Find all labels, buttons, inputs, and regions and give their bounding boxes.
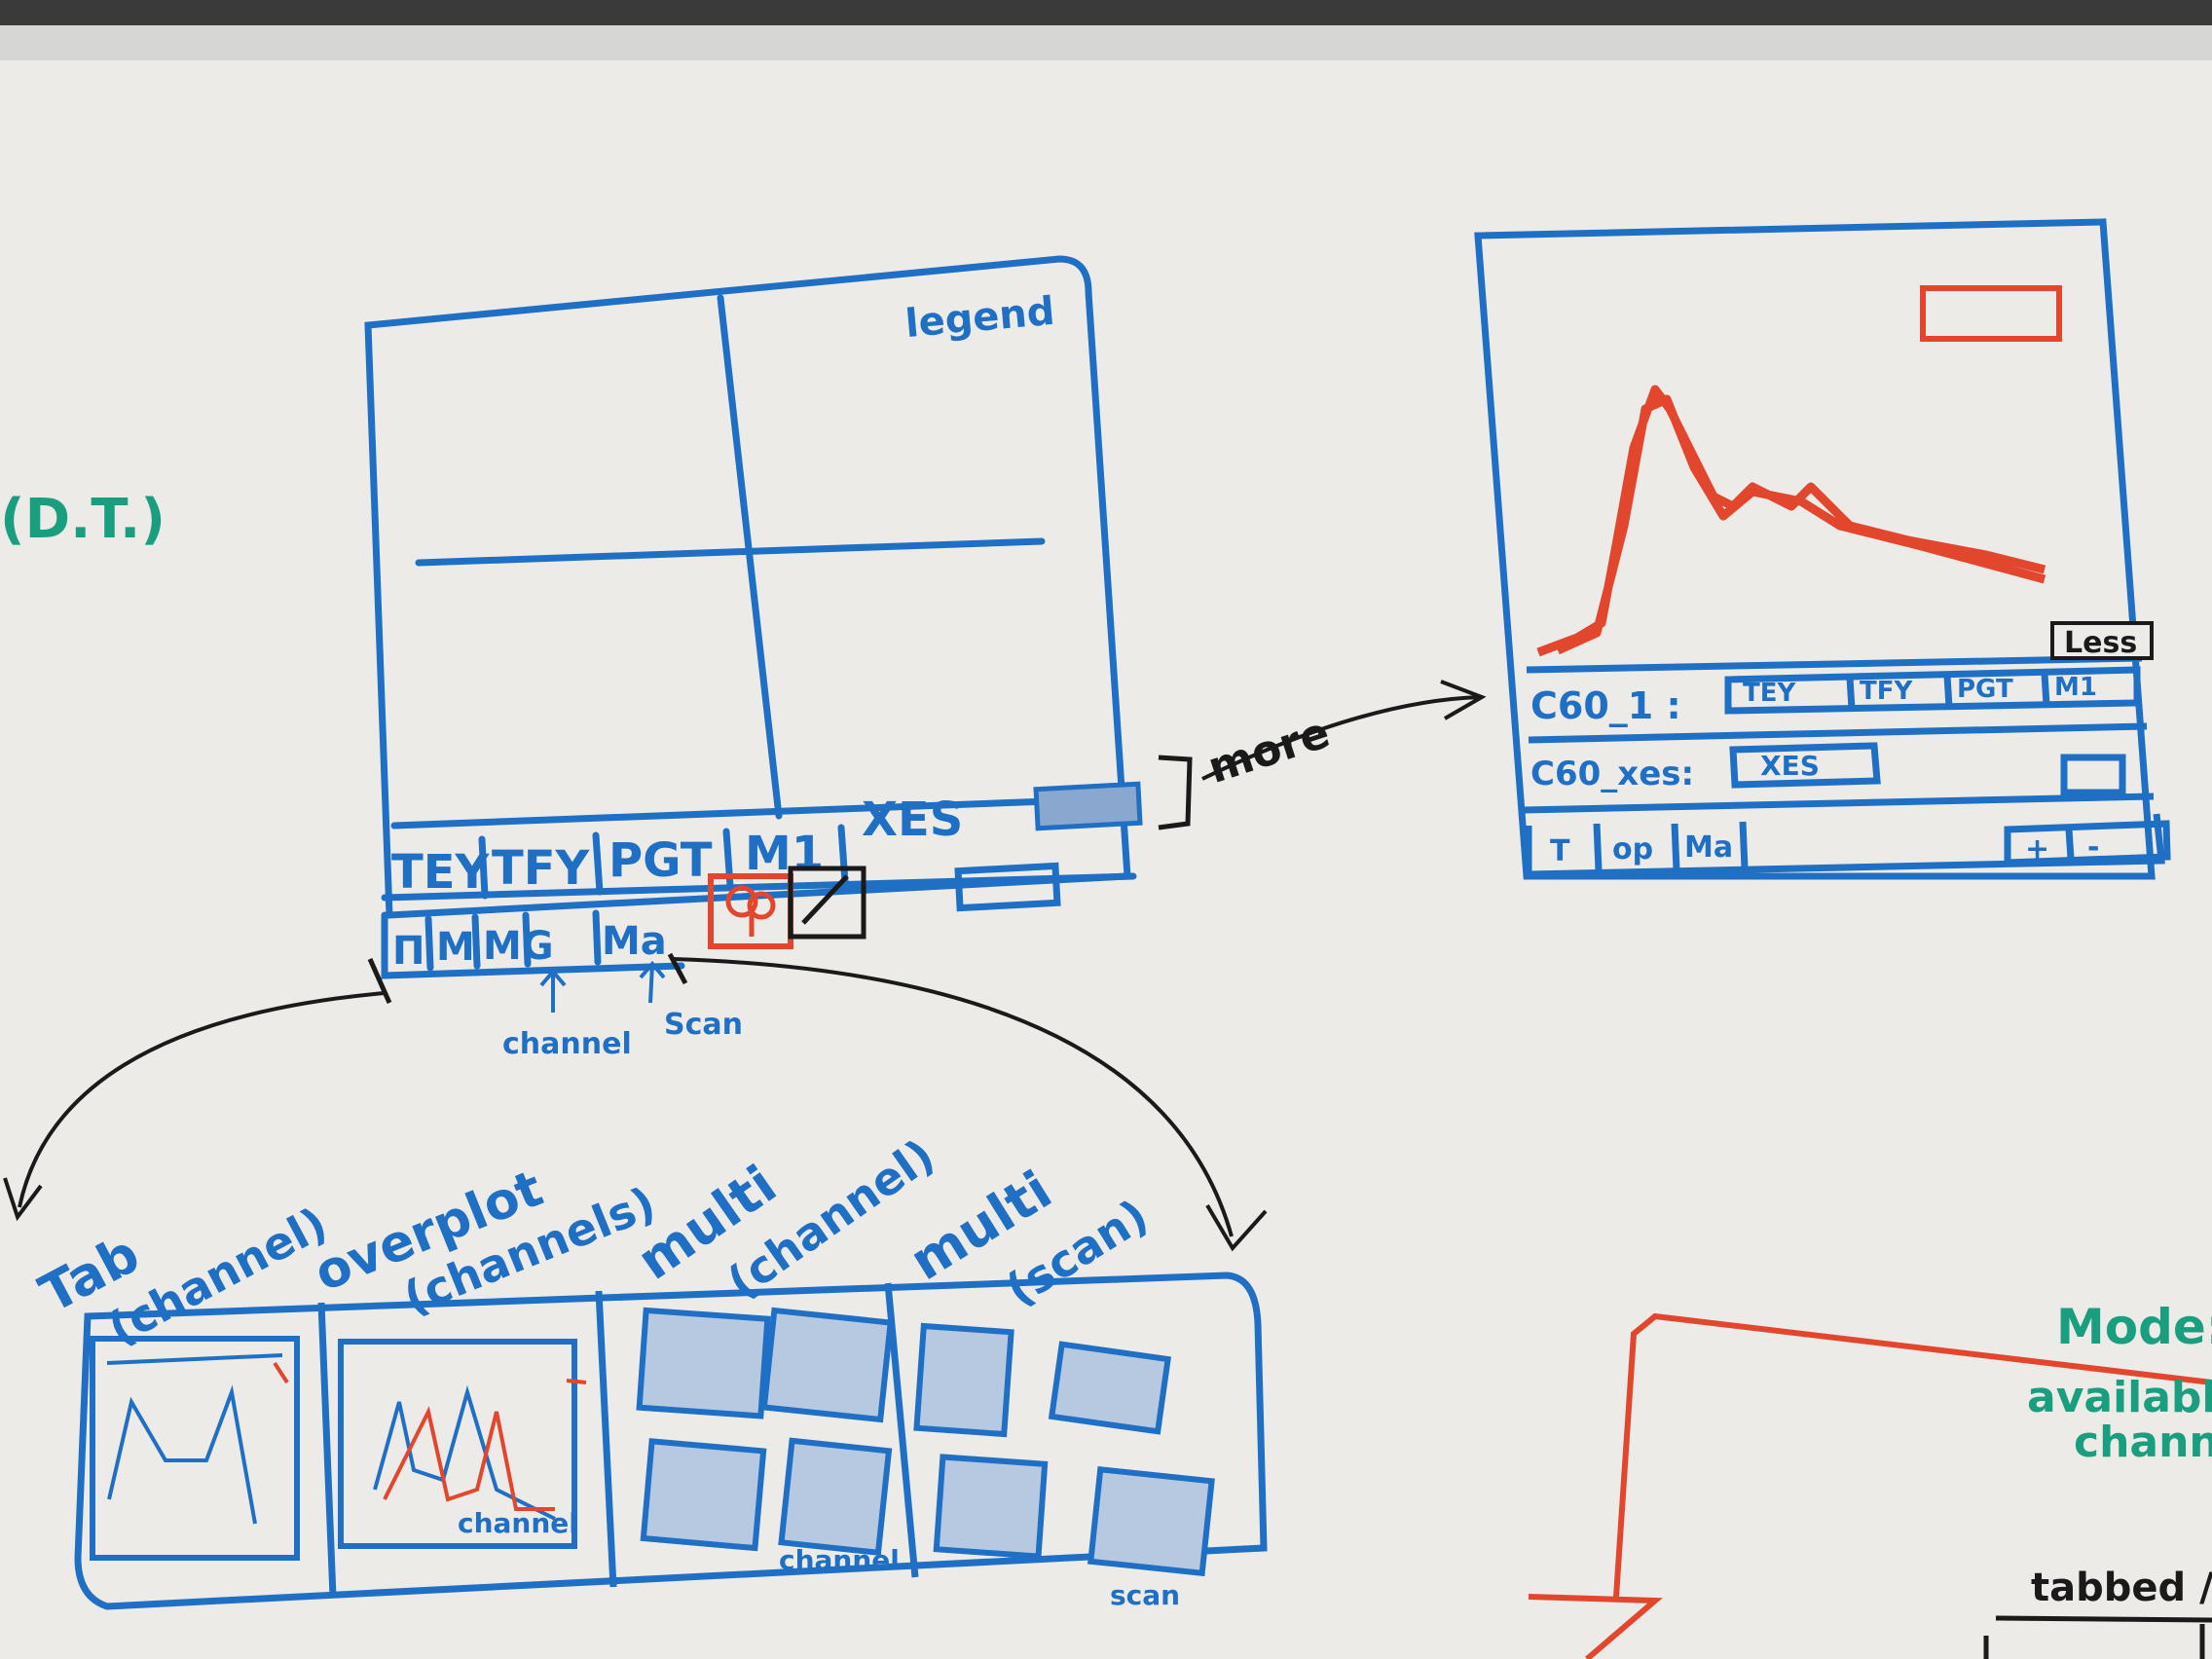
chip-m1[interactable]: M1	[2054, 673, 2097, 702]
multi-scan-tile	[933, 1454, 1049, 1560]
left-note: (D.T.)	[0, 488, 166, 551]
channel-btn-pgt[interactable]: PGT	[608, 833, 713, 888]
multi-scan-tiles	[913, 1322, 1215, 1577]
mode-tab-m[interactable]: M	[436, 925, 475, 970]
multi-scan-tile	[1087, 1466, 1215, 1577]
multi-channel-tile	[640, 1438, 767, 1552]
multi-channel-tiles	[636, 1307, 894, 1557]
multi-channel-tile	[636, 1307, 771, 1419]
zoom-out-button[interactable]: -	[2087, 830, 2099, 865]
overplot-mode-thumbnail	[338, 1339, 587, 1549]
bottom-tabs: T op Ma + -	[1550, 830, 2099, 868]
channel-btn-m1[interactable]: M1	[745, 827, 824, 881]
chip-tfy[interactable]: TFY	[1860, 677, 1913, 706]
less-button-box	[2050, 621, 2154, 660]
chip-xes[interactable]: XES	[1760, 750, 1820, 782]
legend-box	[1920, 285, 2062, 342]
overplot-caption: channel	[458, 1507, 578, 1539]
expanded-plot-panel	[1474, 218, 2171, 880]
scribbled-button[interactable]	[1033, 781, 1143, 831]
tab-mode-thumbnail	[90, 1336, 300, 1561]
mode-strip	[74, 1272, 1268, 1610]
zoom-in-button[interactable]: +	[2025, 832, 2049, 866]
mode-tab-mg[interactable]: MG	[483, 924, 554, 969]
left-curve-arrow	[3, 991, 386, 1222]
tabbed-note: tabbed /	[2031, 1566, 2212, 1610]
bottom-tab-ma[interactable]: Ma	[1684, 830, 1733, 865]
channels-note: channe	[2074, 1418, 2212, 1467]
bottom-tab-op[interactable]: op	[1612, 832, 1653, 866]
board-top-edge	[0, 0, 2212, 25]
scan-row-0-chips: TEY TFY PGT M1	[1743, 673, 2097, 708]
chip-pgt[interactable]: PGT	[1957, 675, 2013, 704]
channel-btn-tfy[interactable]: TFY	[492, 841, 591, 896]
annotation-arrows	[539, 960, 666, 1013]
scan-row-label-0: C60_1 :	[1530, 684, 1681, 727]
channel-buttons: TEY TFY PGT M1 XES	[391, 793, 963, 900]
right-curve-arrow	[671, 957, 1268, 1252]
available-note: available	[2027, 1373, 2212, 1422]
bottom-tab-t[interactable]: T	[1550, 834, 1570, 868]
divider-marks	[367, 952, 688, 1005]
pen-icon[interactable]	[788, 866, 866, 940]
multi-scan-tile	[913, 1322, 1014, 1438]
main-plot-panel	[364, 255, 1137, 979]
chip-tey[interactable]: TEY	[1743, 679, 1796, 708]
red-flow-line	[1528, 1312, 2212, 1659]
multi-scan-caption: scan	[1110, 1579, 1180, 1611]
multi-channel-caption: channel	[779, 1544, 900, 1576]
spectrum-curve	[1536, 385, 2046, 657]
channel-btn-xes[interactable]: XES	[862, 793, 963, 847]
scan-row-label-1: C60_xes:	[1530, 755, 1694, 793]
tabbed-underline	[1983, 1615, 2212, 1659]
channel-annotation: channel	[502, 1027, 632, 1061]
more-arrow	[1201, 680, 1487, 781]
less-button[interactable]: Less	[2064, 626, 2137, 660]
scan-annotation: Scan	[664, 1008, 743, 1042]
mode-tab-tab[interactable]: Π	[392, 929, 424, 974]
channel-btn-tey[interactable]: TEY	[391, 845, 491, 900]
mode-tab-ma[interactable]: Ma	[602, 919, 667, 964]
more-bracket	[1158, 755, 1193, 830]
multi-channel-tile	[760, 1307, 894, 1423]
multi-channel-tile	[778, 1437, 893, 1557]
mode-note: Mode:	[2056, 1299, 2212, 1355]
multi-scan-tile	[1048, 1341, 1172, 1435]
mode-tabs: Π M MG Ma	[392, 919, 667, 974]
